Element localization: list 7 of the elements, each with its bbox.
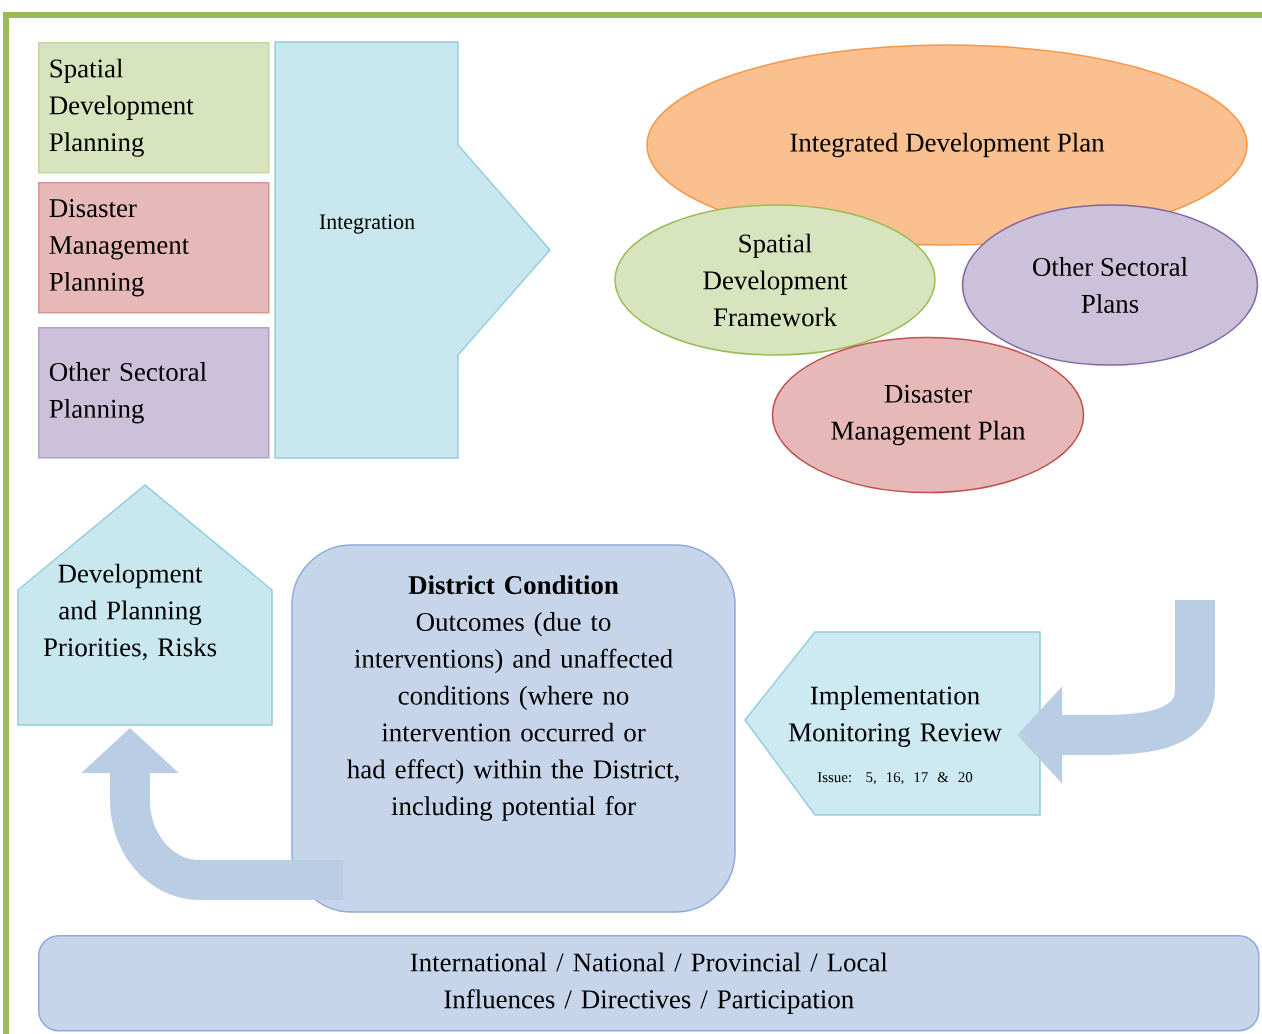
- influences-band: International / National / Provincial / Local Influences / Directives / Participation: [38, 935, 1260, 1032]
- pentagon-box: Implementation Monitoring Review Issue: 5, 16, 17 & 20: [744, 631, 1041, 816]
- planning-box: Disaster Management Planning: [38, 182, 270, 314]
- planning-box: Other Sectoral Planning: [38, 327, 270, 459]
- planning-box: Spatial Development Planning: [38, 42, 270, 174]
- pentagon-box: Development and Planning Priorities, Risks: [17, 484, 273, 726]
- condition-box: District Condition Outcomes (due to interventions) and unaffected conditions (where no intervention occurred or had effect) within the District, including potential for: [291, 544, 736, 913]
